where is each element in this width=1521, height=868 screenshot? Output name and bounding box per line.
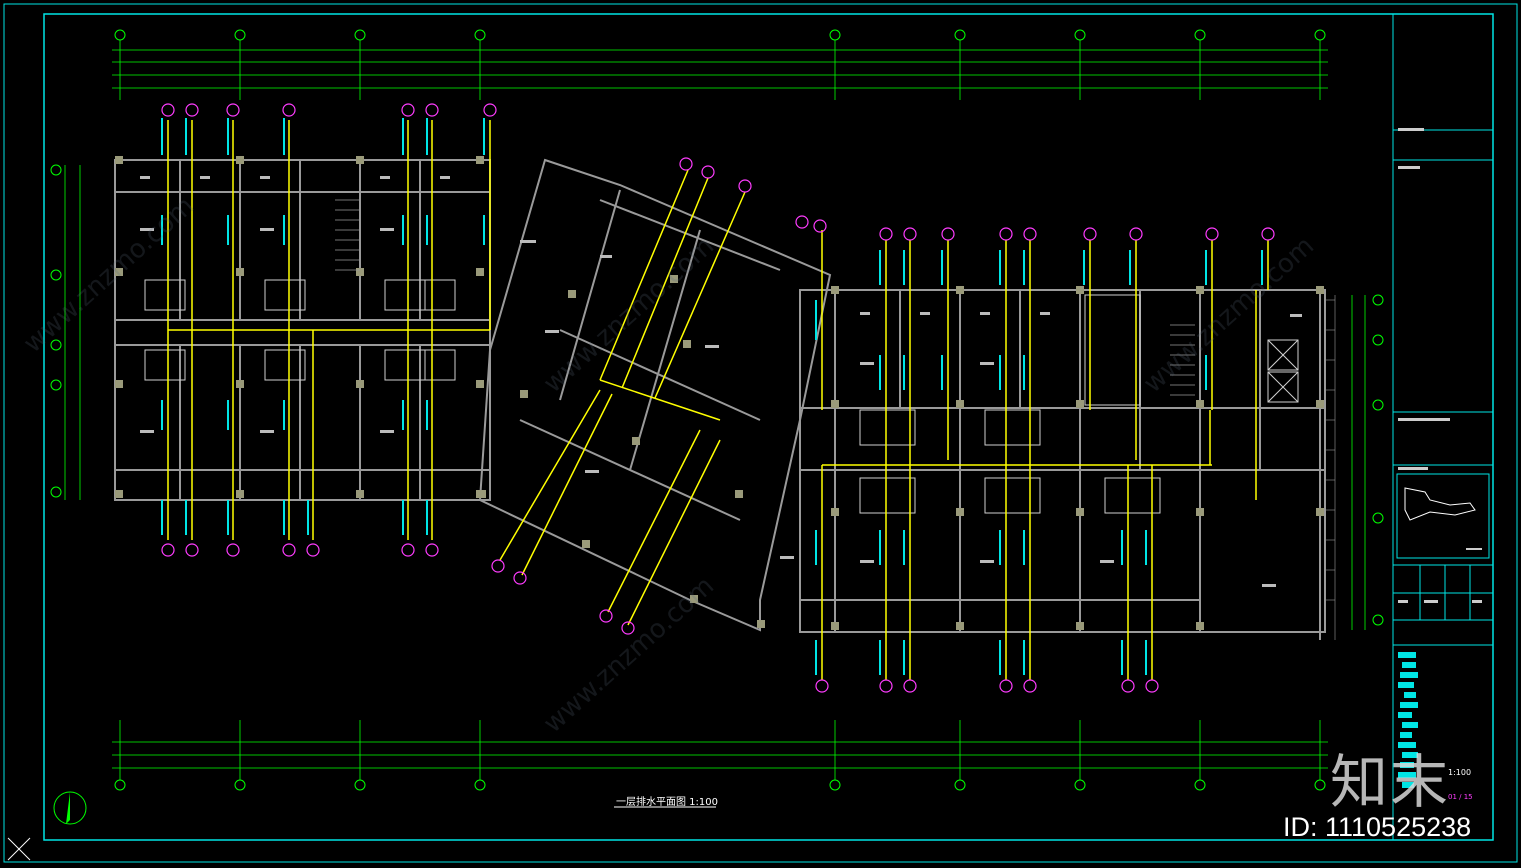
- drain-pipes-left: [167, 120, 491, 540]
- watermark-logo: 知末: [1330, 748, 1451, 816]
- watermark-id: ID: 1110525238: [1283, 812, 1472, 842]
- sheet-frame-inner: [43, 13, 1494, 841]
- sheet-frame-outer: [3, 3, 1518, 863]
- title-block: [1392, 14, 1493, 840]
- top-axis-bubbles: [114, 29, 1326, 41]
- crosshair-cursor-icon: [7, 837, 31, 861]
- title-block-sheet-number: 01 / 15: [1448, 793, 1473, 801]
- title-block-revision-bars: [1398, 652, 1418, 788]
- right-wing-columns: [831, 286, 1324, 630]
- room-label-marks: [140, 176, 1302, 587]
- top-dimension-lines: [112, 40, 1328, 100]
- drawing-title: 一层排水平面图 1:100: [616, 797, 718, 808]
- elevator-shafts: [1267, 339, 1299, 403]
- right-wing-bathrooms: [859, 294, 1161, 514]
- right-wing-stair: [1170, 324, 1195, 396]
- bottom-axis-bubbles: [114, 779, 1326, 791]
- middle-wing-columns: [478, 275, 765, 628]
- title-block-scale: 1:100: [1448, 768, 1472, 777]
- pipe-label-ticks: [161, 118, 1263, 675]
- north-arrow: [53, 791, 87, 825]
- drain-pipes-right: [821, 230, 1269, 680]
- pipe-tags[interactable]: [161, 103, 1275, 693]
- bottom-dimension-lines: [112, 720, 1328, 780]
- right-wing-walls: [799, 289, 1326, 640]
- left-wing-walls: [114, 159, 491, 501]
- side-dimension-lines: [64, 165, 1366, 630]
- side-axis-bubbles: [50, 164, 1384, 626]
- left-wing-stair: [335, 199, 360, 271]
- title-block-texts: [1398, 128, 1482, 603]
- drain-pipes-middle: [499, 169, 746, 626]
- right-facade-hatch: [1325, 295, 1336, 640]
- left-wing-bathrooms: [144, 279, 456, 381]
- middle-wing-walls: [478, 158, 832, 632]
